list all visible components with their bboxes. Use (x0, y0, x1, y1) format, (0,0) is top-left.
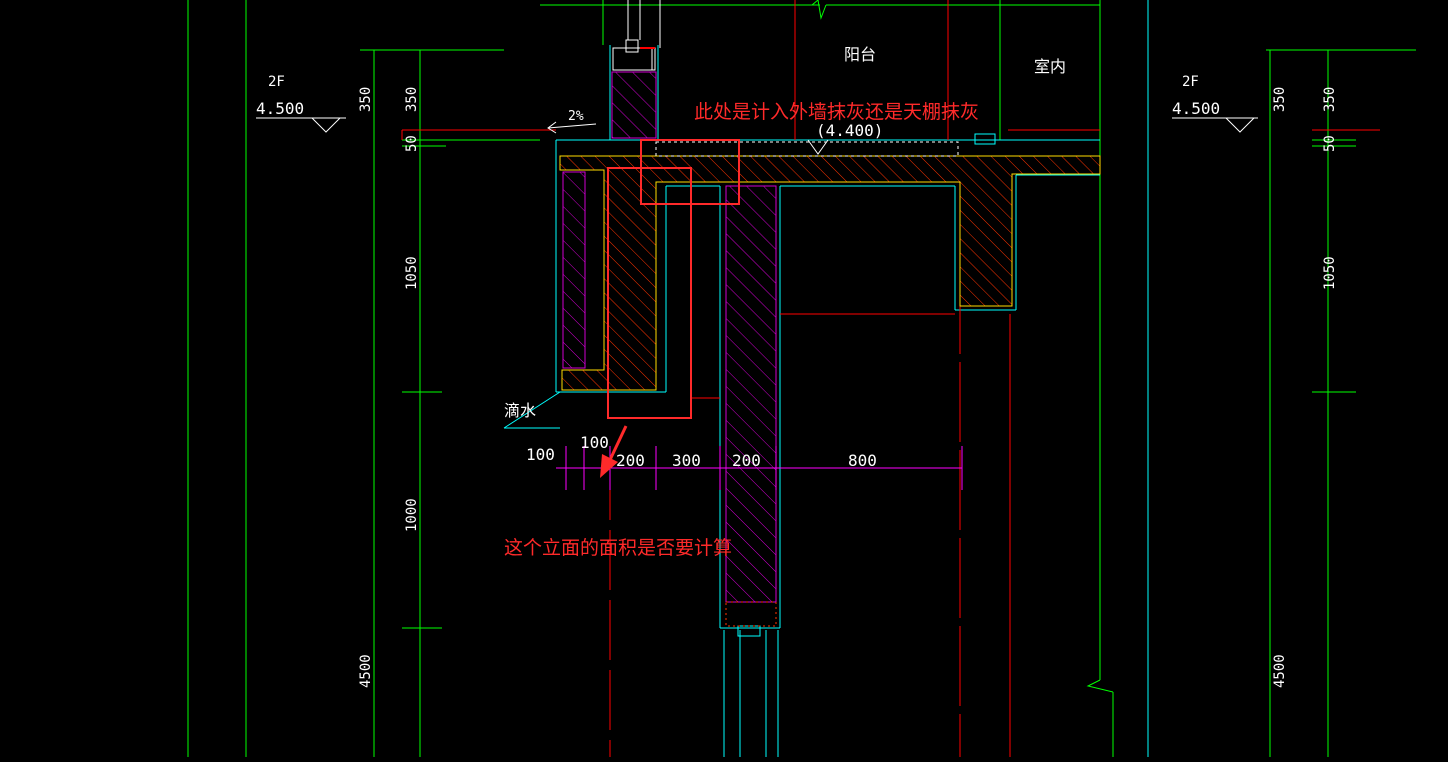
grid-lines-green (187, 0, 1416, 757)
annotation-question-area: 这个立面的面积是否要计算 (504, 537, 732, 559)
dim-right-inner-50: 50 (1322, 135, 1338, 152)
parapet-wall-hatch (611, 71, 657, 139)
dim-200b: 200 (732, 451, 761, 470)
break-lines (811, 0, 1114, 693)
dim-left-outer-4500: 4500 (358, 654, 374, 688)
drip-label: 滴水 (504, 401, 536, 420)
beam-inner-hatch (562, 171, 586, 369)
slab-level-text: (4.400) (816, 121, 883, 140)
slab-screed (655, 141, 959, 157)
level-elevation-left: 4.500 (256, 99, 304, 118)
wall-bottom-fill (725, 601, 777, 627)
level-floor-left: 2F (268, 74, 285, 90)
dim-left-inner-50: 50 (404, 135, 420, 152)
annotation-box-facade (607, 167, 692, 419)
slope-arrow-icon (547, 121, 597, 134)
wall-column-hatch (725, 185, 777, 603)
dim-left-inner-1000: 1000 (404, 498, 420, 532)
axis-lines-red (401, 0, 1380, 757)
level-floor-right: 2F (1182, 74, 1199, 90)
dim-300: 300 (672, 451, 701, 470)
window-frame (612, 0, 661, 71)
level-mark-right: 2F 4.500 (1172, 74, 1258, 133)
room-label-balcony: 阳台 (844, 45, 876, 64)
dim-right-inner-350: 350 (1322, 87, 1338, 112)
dim-right-outer-4500: 4500 (1272, 654, 1288, 688)
dim-left-inner-1050: 1050 (404, 256, 420, 290)
dim-100a: 100 (526, 445, 555, 464)
dim-left-inner-350: 350 (404, 87, 420, 112)
slope-text: 2% (568, 109, 584, 124)
bottom-dims: 100 100 200 300 200 800 (526, 433, 877, 470)
dim-100b: 100 (580, 433, 609, 452)
dims-right: 350 4500 350 50 1050 (1272, 87, 1338, 688)
slab-level-triangle (807, 139, 829, 155)
dims-left: 350 4500 350 50 1050 1000 (358, 87, 420, 688)
dim-right-outer-350: 350 (1272, 87, 1288, 112)
dim-200a: 200 (616, 451, 645, 470)
annotation-arrow-icon (600, 425, 628, 478)
dim-left-outer-350: 350 (358, 87, 374, 112)
dim-800: 800 (848, 451, 877, 470)
level-elevation-right: 4.500 (1172, 99, 1220, 118)
dim-right-inner-1050: 1050 (1322, 256, 1338, 290)
annotation-question-plaster: 此处是计入外墙抹灰还是天棚抹灰 (694, 101, 979, 123)
level-mark-left: 2F 4.500 (256, 74, 346, 133)
slab-concrete-hatch (559, 155, 1101, 391)
room-label-indoor: 室内 (1034, 57, 1066, 76)
